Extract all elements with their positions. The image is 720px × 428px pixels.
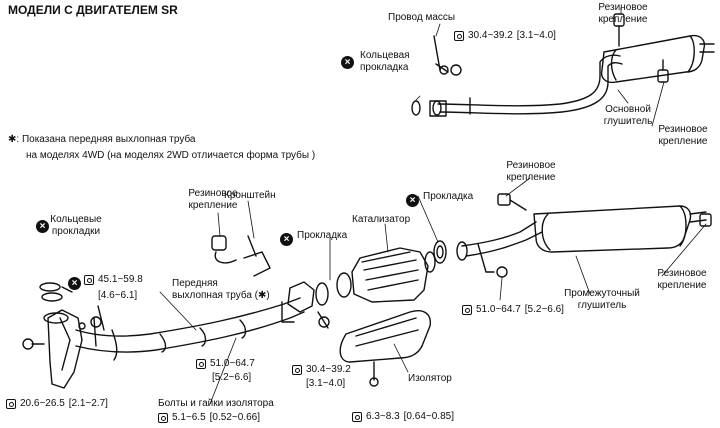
torque-spec-2: 45.1~59.8 — [84, 274, 143, 285]
torque-spec-4-kgm: [5.2~6.6] — [212, 372, 252, 383]
torque-spec-4: 51.0~64.7 — [196, 358, 255, 369]
front-pipe — [43, 297, 305, 389]
torque-wrench-icon — [352, 411, 362, 422]
insulator — [339, 310, 431, 387]
label-catalyst: Катализатор — [352, 214, 411, 225]
torque-spec-1: 30.4~39.2[3.1~4.0] — [454, 30, 556, 41]
ground-wire-bolts — [433, 35, 462, 76]
label-bracket: Кронштейн — [224, 190, 276, 201]
rear-pipe-assembly — [411, 54, 623, 117]
replace-marker-icon: × — [36, 216, 49, 234]
torque-spec-5: 30.4~39.2 — [292, 364, 351, 375]
label-ground-wire: Провод массы — [388, 12, 456, 23]
torque-spec-3: 51.0~64.7[5.2~6.6] — [462, 304, 564, 315]
note-line-1: ✱: Показана передняя выхлопная труба — [8, 134, 196, 146]
torque-spec-8: 6.3~8.3[0.64~0.85] — [352, 411, 454, 422]
note-text-1: : Показана передняя выхлопная труба — [16, 134, 196, 145]
main-muffler — [600, 34, 715, 84]
diagram-title: МОДЕЛИ С ДВИГАТЕЛЕМ SR — [8, 3, 178, 17]
replace-marker-icon: × — [280, 229, 293, 247]
replace-marker-icon: × — [68, 273, 81, 291]
bracket-and-mount — [211, 235, 271, 277]
label-gasket-right: Прокладка — [423, 191, 474, 202]
torque-wrench-icon — [84, 274, 94, 285]
torque-wrench-icon — [158, 412, 168, 423]
torque-spec-2-kgm: [4.6~6.1] — [98, 290, 138, 301]
ring-gaskets-left — [39, 282, 73, 302]
front-studs — [22, 305, 105, 350]
torque-spec-7: 5.1~6.5[0.52~0.66] — [158, 412, 260, 423]
torque-spec-6: 20.6~26.5[2.1~2.7] — [6, 398, 108, 409]
torque-wrench-icon — [454, 30, 464, 41]
replace-marker-icon: × — [406, 190, 419, 208]
torque-wrench-icon — [6, 398, 16, 409]
torque-wrench-icon — [292, 364, 302, 375]
center-bolts — [317, 311, 330, 329]
intermediate-pipe — [433, 221, 543, 278]
intermediate-muffler — [533, 205, 707, 253]
top-rubber-mounts — [613, 13, 669, 83]
label-gasket-center: Прокладка — [297, 230, 348, 241]
note-marker: ✱ — [8, 134, 17, 145]
front-flange — [281, 281, 329, 323]
torque-wrench-icon — [196, 358, 206, 369]
label-insulator-bolts: Болты и гайки изолятора — [158, 398, 274, 409]
mid-rubber-mounts — [497, 193, 712, 227]
note-line-2: на моделях 4WD (на моделях 2WD отличаетс… — [26, 150, 316, 161]
catalyst — [336, 247, 436, 303]
label-insulator: Изолятор — [408, 373, 452, 384]
replace-marker-icon: × — [341, 52, 354, 70]
torque-wrench-icon — [462, 304, 472, 315]
torque-spec-5-kgm: [3.1~4.0] — [306, 378, 346, 389]
